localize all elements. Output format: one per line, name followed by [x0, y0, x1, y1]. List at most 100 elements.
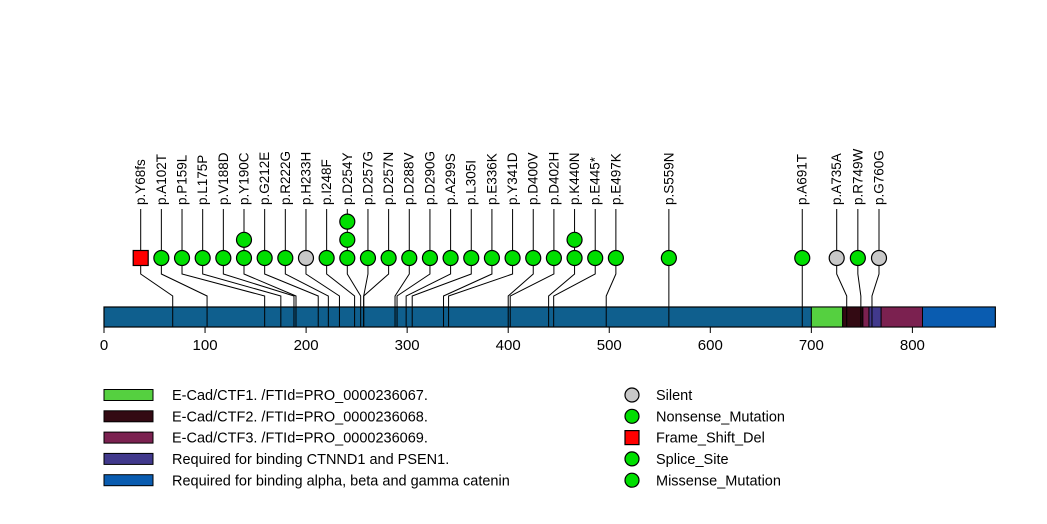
mutation-label: p.A735A	[829, 153, 844, 205]
mutation-label: p.E497K	[608, 153, 623, 205]
mutation-label: p.K440N	[567, 152, 582, 205]
mutation-label: p.Y68fs	[133, 159, 148, 205]
mutation-marker	[587, 249, 604, 267]
mutation-connector-line	[443, 209, 493, 327]
mutation-marker	[545, 249, 563, 267]
mutation-connector-line	[284, 209, 329, 327]
mutation-marker	[359, 249, 377, 267]
mutation-connector-line	[160, 209, 208, 327]
mutation-label: p.G212E	[257, 152, 272, 205]
mutation-connector-line	[605, 209, 617, 327]
mutation-marker	[235, 231, 253, 248]
mutation-label: p.I248F	[319, 159, 334, 205]
mutation-label: p.Y190C	[236, 152, 251, 205]
x-axis-tick-label: 800	[900, 337, 925, 354]
mutation-label: p.D402H	[546, 152, 561, 205]
mutation-label: p.D400V	[526, 152, 541, 205]
mutation-connector-line	[411, 209, 472, 327]
mutation-label: p.H233H	[298, 152, 313, 205]
mutation-label: p.A102T	[154, 154, 169, 205]
mutation-marker	[132, 249, 149, 267]
mutation-marker	[401, 249, 418, 267]
x-axis-tick-label: 500	[597, 337, 622, 354]
mutation-marker	[660, 249, 677, 267]
mutation-marker	[849, 249, 866, 267]
mutation-label: p.D257G	[360, 151, 375, 205]
mutation-connector-line	[363, 209, 390, 327]
mutation-marker	[339, 213, 356, 230]
mutation-connector-line	[394, 209, 410, 327]
mutation-label: p.D257N	[381, 152, 396, 205]
mutation-label: p.S559N	[661, 152, 676, 205]
mutation-label: p.E445*	[588, 156, 603, 205]
mutation-connector-line	[553, 209, 596, 327]
mutation-connector-line	[305, 209, 340, 327]
mutation-marker	[828, 249, 845, 267]
mutation-marker	[256, 249, 273, 267]
x-axis-tick-label: 200	[294, 337, 319, 354]
mutation-connector-line	[326, 209, 356, 327]
domain-legend-swatch	[103, 474, 154, 487]
mutation-legend-label: Missense_Mutation	[656, 473, 781, 489]
mutation-label: p.D288V	[402, 152, 417, 205]
mutation-label: p.L175P	[195, 155, 210, 205]
mutation-marker	[607, 249, 624, 267]
mutation-marker	[153, 249, 170, 267]
mutation-marker	[870, 249, 888, 267]
mutation-marker	[525, 249, 542, 267]
mutation-label: p.A691T	[795, 154, 810, 205]
mutation-marker	[380, 249, 397, 267]
mutation-label: p.L305I	[464, 160, 479, 205]
mutation-marker	[173, 249, 191, 267]
mutation-marker	[297, 249, 315, 267]
x-axis-tick-label: 300	[395, 337, 420, 354]
mutation-marker	[566, 249, 583, 267]
domain-legend-label: Required for binding CTNND1 and PSEN1.	[172, 452, 449, 468]
mutation-legend-label: Frame_Shift_Del	[656, 431, 765, 447]
mutation-connector-line	[507, 209, 534, 327]
mutation-marker	[463, 249, 480, 267]
mutation-label: p.P159L	[174, 154, 189, 205]
mutation-legend-marker	[624, 387, 640, 403]
mutation-legend-marker	[624, 430, 640, 446]
mutation-legend-label: Nonsense_Mutation	[656, 409, 785, 425]
mutation-label: p.V188D	[216, 152, 231, 205]
mutation-connector-line	[264, 209, 319, 327]
mutation-connector-line	[202, 209, 282, 327]
mutation-label: p.R222G	[278, 151, 293, 205]
mutation-connector-line	[140, 209, 174, 327]
mutation-marker	[215, 249, 232, 267]
mutation-legend-label: Silent	[656, 388, 692, 404]
mutation-label: p.E336K	[484, 153, 499, 205]
mutation-connector-line	[222, 209, 295, 327]
mutation-legend-marker	[624, 451, 640, 467]
domain-legend-label: E-Cad/CTF1. /FTId=PRO_0000236067.	[172, 388, 428, 404]
mutation-marker	[339, 249, 356, 267]
mutation-label: p.D254Y	[340, 152, 355, 205]
domain-legend-label: Required for binding alpha, beta and gam…	[172, 473, 510, 489]
mutation-marker	[421, 249, 439, 267]
mutation-connector-line	[871, 209, 880, 327]
x-axis-tick-label: 400	[496, 337, 521, 354]
mutation-connector-line	[857, 209, 862, 327]
domain-segment-3	[868, 306, 882, 328]
domain-legend-swatch	[103, 452, 154, 465]
mutation-marker	[194, 249, 211, 267]
mutation-marker	[339, 231, 356, 248]
mutation-legend-label: Splice_Site	[656, 452, 729, 468]
mutation-marker	[235, 249, 253, 267]
domain-legend: E-Cad/CTF1. /FTId=PRO_0000236067. E-Cad/…	[103, 388, 510, 489]
domain-legend-label: E-Cad/CTF2. /FTId=PRO_0000236068.	[172, 409, 428, 425]
mutation-connector-line	[448, 209, 514, 327]
mutation-label: p.R749W	[850, 148, 865, 205]
mutation-legend-marker	[624, 408, 640, 424]
x-axis-tick-label: 700	[799, 337, 824, 354]
mutation-type-legend: SilentNonsense_MutationFrame_Shift_DelSp…	[624, 387, 785, 489]
mutation-label: p.A299S	[443, 153, 458, 205]
mutation-connector-line	[509, 209, 555, 327]
domain-segment-4	[922, 306, 996, 328]
mutation-marker	[483, 249, 501, 267]
domain-segment-0	[810, 306, 844, 328]
mutation-marker	[277, 249, 294, 267]
